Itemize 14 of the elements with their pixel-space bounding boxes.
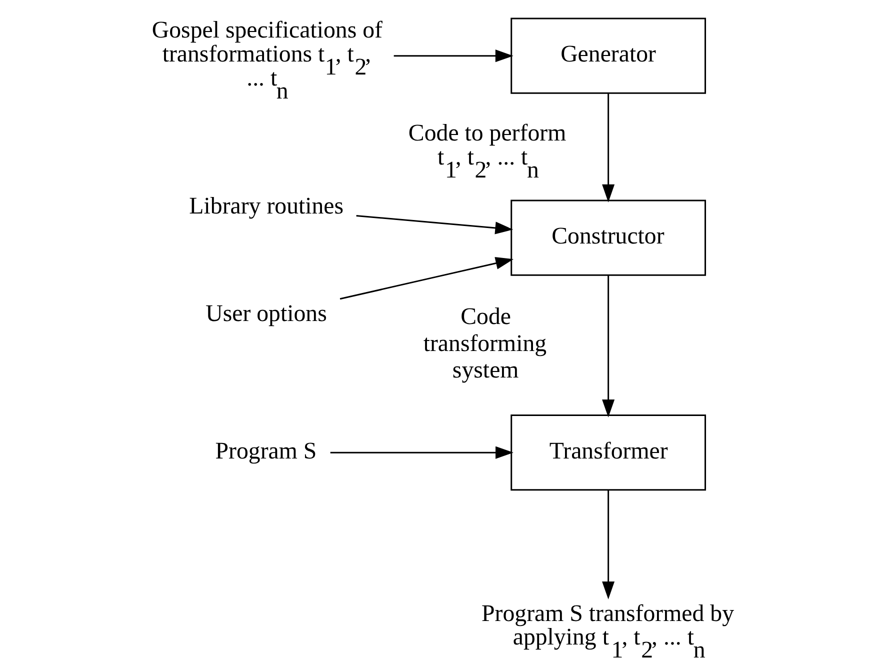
arrow <box>356 214 513 234</box>
node-box: Constructor <box>510 200 706 276</box>
node-text: Library routines <box>188 194 344 220</box>
node-text: Program S <box>214 438 316 464</box>
arrow <box>602 490 614 600</box>
edge-label: Code transforming system <box>422 304 546 384</box>
node-box: Generator <box>510 18 706 94</box>
node-text: User options <box>205 301 326 328</box>
arrow <box>393 50 513 62</box>
arrow <box>330 446 513 459</box>
arrow <box>602 276 614 418</box>
arrow <box>339 257 514 300</box>
node-box: Transformer <box>510 414 706 491</box>
arrow <box>602 94 614 202</box>
